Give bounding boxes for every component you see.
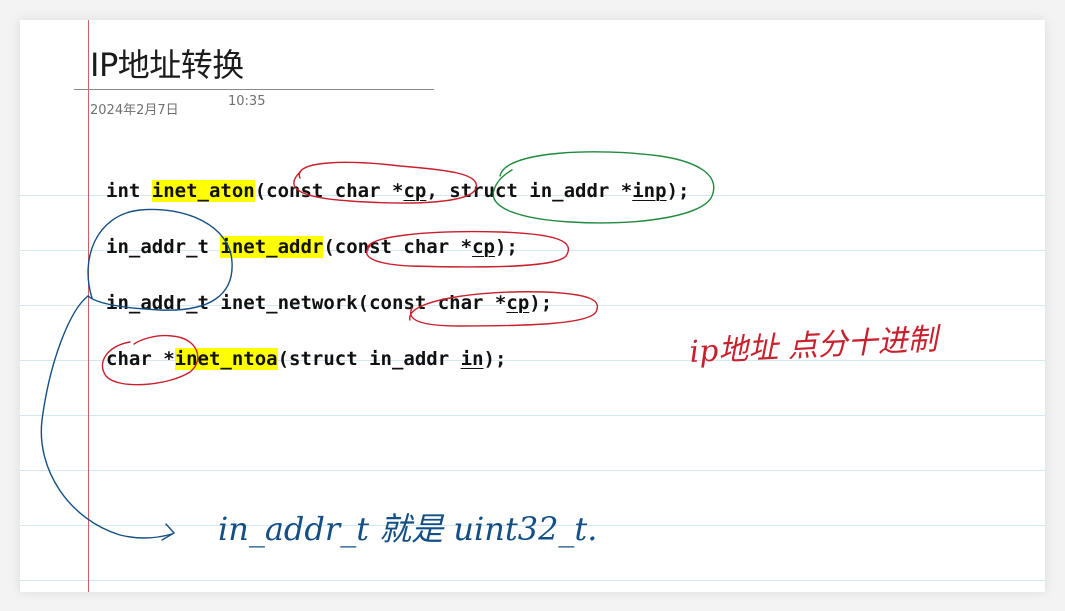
- code-text: );: [483, 348, 507, 370]
- code-text: );: [494, 236, 518, 258]
- ruled-line: [20, 470, 1045, 471]
- param-name: inp: [632, 180, 667, 202]
- ruled-line: [20, 580, 1045, 581]
- code-text: (struct in_addr: [277, 348, 461, 370]
- code-text: (const char *: [323, 236, 473, 258]
- code-text: char *: [106, 348, 175, 370]
- function-name: inet_ntoa: [174, 348, 278, 370]
- function-name: inet_addr: [220, 236, 324, 258]
- param-name: cp: [403, 180, 427, 202]
- margin-line: [88, 20, 89, 592]
- ruled-line: [20, 525, 1045, 526]
- note-time: 10:35: [228, 94, 266, 109]
- function-name: inet_aton: [151, 180, 255, 202]
- code-line-inet-aton[interactable]: int inet_aton(const char *cp, struct in_…: [106, 178, 689, 204]
- code-text: , struct in_addr *: [426, 180, 633, 202]
- ruled-line: [20, 360, 1045, 361]
- code-line-inet-addr[interactable]: in_addr_t inet_addr(const char *cp);: [106, 234, 518, 260]
- param-name: cp: [472, 236, 495, 258]
- title-divider: [74, 89, 434, 90]
- ruled-line: [20, 415, 1045, 416]
- code-text: int: [106, 180, 152, 202]
- code-line-inet-network[interactable]: in_addr_t inet_network(const char *cp);: [106, 290, 552, 316]
- code-text: in_addr_t: [106, 236, 221, 258]
- code-text: );: [529, 292, 553, 314]
- code-line-inet-ntoa[interactable]: char *inet_ntoa(struct in_addr in);: [106, 346, 506, 372]
- code-text: (const char *: [254, 180, 404, 202]
- page-title[interactable]: IP地址转换: [90, 46, 244, 84]
- code-text: in_addr_t inet_network(const char *: [106, 292, 507, 314]
- note-date: 2024年2月7日: [90, 103, 179, 118]
- note-page[interactable]: IP地址转换 2024年2月7日 10:35 int inet_aton(con…: [20, 20, 1045, 592]
- code-text: );: [666, 180, 690, 202]
- param-name: in: [460, 348, 484, 370]
- param-name: cp: [506, 292, 530, 314]
